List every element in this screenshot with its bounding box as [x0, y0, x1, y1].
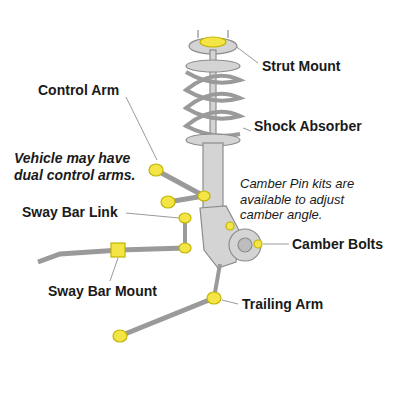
- control-arm: [149, 164, 210, 208]
- note-label: Camber Pin kits are available to adjust …: [240, 176, 390, 223]
- part-label: Sway Bar Mount: [48, 283, 157, 300]
- leader-lines: [110, 45, 289, 304]
- part-label: Sway Bar Link: [22, 204, 118, 221]
- sway-bar: [38, 213, 191, 262]
- coil-spring: [186, 60, 240, 146]
- part-label: Control Arm: [38, 82, 119, 99]
- trailing-arm: [113, 264, 221, 342]
- wheel-hub: [226, 222, 262, 261]
- part-label: Trailing Arm: [242, 296, 323, 313]
- part-label: Strut Mount: [262, 58, 341, 75]
- part-label: Camber Bolts: [292, 236, 383, 253]
- shock-body: [203, 143, 223, 213]
- note-label: Vehicle may have dual control arms.: [14, 150, 146, 184]
- part-label: Shock Absorber: [254, 118, 362, 135]
